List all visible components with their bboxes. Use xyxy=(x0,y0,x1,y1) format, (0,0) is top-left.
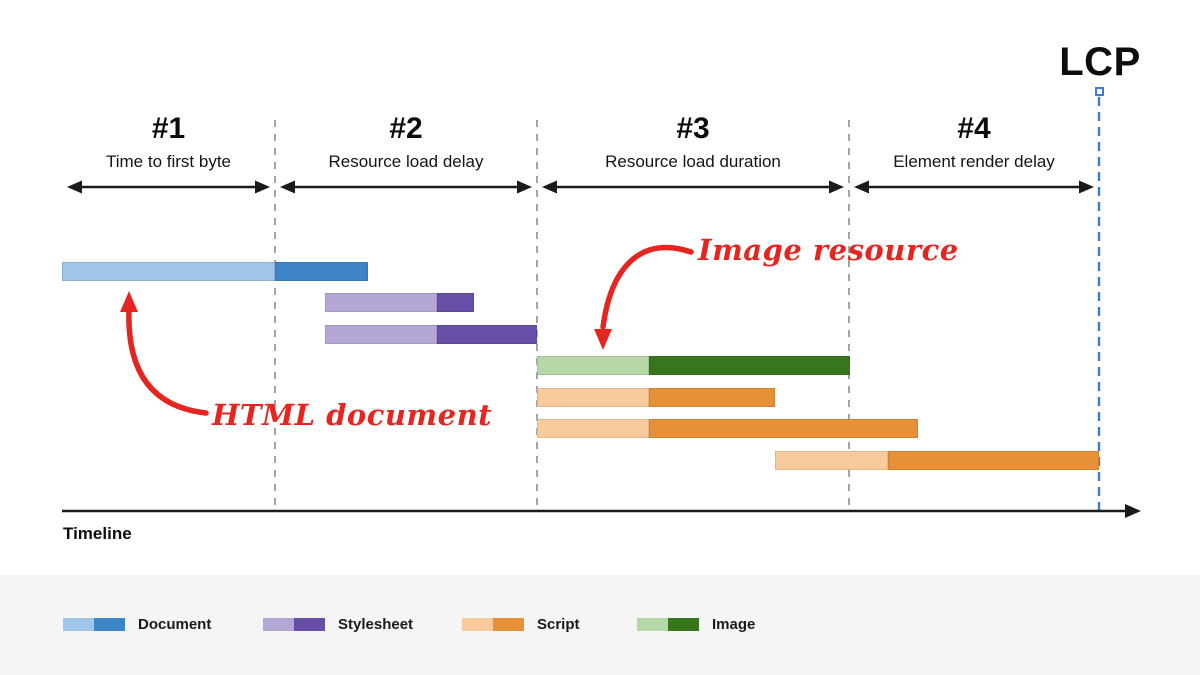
stylesheet-bar-dark-segment xyxy=(437,325,537,344)
script-bar-dark-segment xyxy=(649,388,775,407)
stylesheet-bar-light-segment xyxy=(325,293,437,312)
script-bar-light-segment xyxy=(775,451,888,470)
script-bar-2 xyxy=(537,419,918,438)
document-bar-light-segment xyxy=(62,262,275,281)
script-bar-3 xyxy=(775,451,1099,470)
image-bar-light-segment xyxy=(537,356,649,375)
stylesheet-bar-light-segment xyxy=(325,325,437,344)
script-bar-1 xyxy=(537,388,775,407)
script-bar-dark-segment xyxy=(888,451,1099,470)
stylesheet-bar-dark-segment xyxy=(437,293,474,312)
script-bar-dark-segment xyxy=(649,419,918,438)
script-bar-light-segment xyxy=(537,388,649,407)
stylesheet-bar-1 xyxy=(325,293,474,312)
document-bar-1 xyxy=(62,262,368,281)
script-bar-light-segment xyxy=(537,419,649,438)
image-bar-1 xyxy=(537,356,850,375)
image-bar-dark-segment xyxy=(649,356,850,375)
document-bar-dark-segment xyxy=(275,262,368,281)
stylesheet-bar-2 xyxy=(325,325,537,344)
